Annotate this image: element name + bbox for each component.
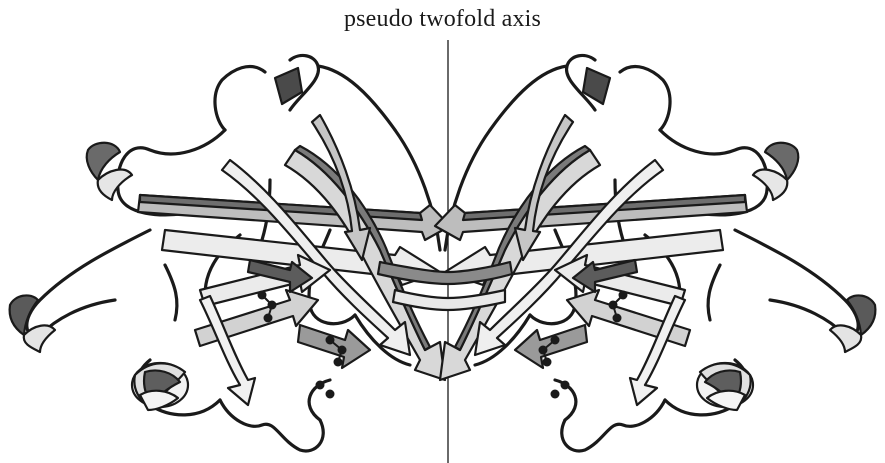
axis-label: pseudo twofold axis xyxy=(0,6,885,33)
left-domain xyxy=(10,55,450,450)
right-domain xyxy=(435,55,875,450)
